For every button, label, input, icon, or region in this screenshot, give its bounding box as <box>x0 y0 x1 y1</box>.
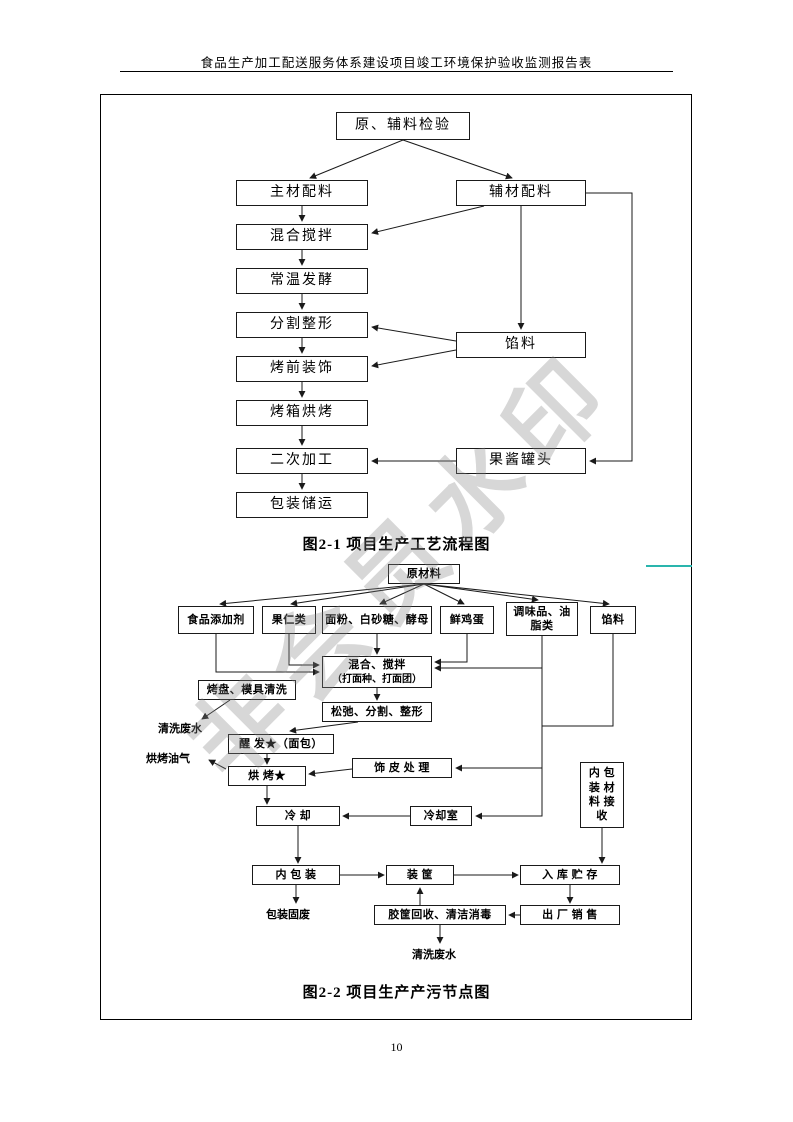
flow-node-raw-material: 原材料 <box>388 564 460 584</box>
flow-node-line: 混合、搅拌 <box>348 659 406 672</box>
flow-node-warehouse-storage: 入 库 贮 存 <box>520 865 620 885</box>
flow-node-factory-sale: 出 厂 销 售 <box>520 905 620 925</box>
flow-node-line: 脂类 <box>530 620 554 632</box>
flow-node-line: 调味品、油 <box>513 605 571 618</box>
header-rule <box>120 71 673 72</box>
flow-node-dividing-shaping: 分割整形 <box>236 312 368 338</box>
flow-node-relax-divide-shape: 松弛、分割、整形 <box>322 702 432 722</box>
flow-node-basket-recycle: 胶筐回收、清洁消毒 <box>374 905 506 925</box>
label-packing-solid-waste: 包装固废 <box>266 909 310 921</box>
flow-node-line: 料 接 <box>588 796 616 808</box>
flow-node-line: 装 材 <box>588 781 616 794</box>
label-baking-fumes: 烘烤油气 <box>146 753 190 765</box>
flow-node-tray-mold-washing: 烤盘、模具清洗 <box>198 680 296 700</box>
flow-node-inner-packing: 内 包 装 <box>252 865 340 885</box>
flow-node-jam-can: 果酱罐头 <box>456 448 586 474</box>
flow-node-fresh-egg: 鲜鸡蛋 <box>440 606 494 634</box>
flow-node-packing-storage: 包装储运 <box>236 492 368 518</box>
flow-node-seasoning-oil: 调味品、油 脂类 <box>506 602 578 636</box>
flow-node-mixing: 混合搅拌 <box>236 224 368 250</box>
flow-node-line: 内 包 <box>588 767 616 780</box>
flow-node-filling-2: 馅料 <box>590 606 636 634</box>
flow-node-secondary-processing: 二次加工 <box>236 448 368 474</box>
flow-node-line: 收 <box>596 810 608 823</box>
flow-node-main-material: 主材配料 <box>236 180 368 206</box>
flow-node-food-additive: 食品添加剂 <box>178 606 254 634</box>
header-title: 食品生产加工配送服务体系建设项目竣工环境保护验收监测报告表 <box>200 56 593 70</box>
flow-node-inner-pack-material-receiving: 内 包 装 材 料 接 收 <box>580 762 624 828</box>
flow-node-basket-loading: 装 筐 <box>386 865 454 885</box>
flow-node-raw-aux-inspection: 原、辅料检验 <box>336 112 470 140</box>
flow-node-fermentation: 常温发酵 <box>236 268 368 294</box>
flow-node-cooling-room: 冷却室 <box>410 806 472 826</box>
page-number: 10 <box>390 1040 403 1054</box>
flow-node-pre-bake-decoration: 烤前装饰 <box>236 356 368 382</box>
flow-node-skin-decoration: 饰 皮 处 理 <box>352 758 452 778</box>
flow-node-cooling: 冷 却 <box>256 806 340 826</box>
content-border <box>100 94 692 1020</box>
diagram2-caption: 图2-2 项目生产产污节点图 <box>302 985 491 1001</box>
flow-node-aux-material: 辅材配料 <box>456 180 586 206</box>
flow-node-filling: 馅料 <box>456 332 586 358</box>
flow-node-line: （打面种、打面团） <box>332 673 422 685</box>
flow-node-flour-sugar-yeast: 面粉、白砂糖、酵母 <box>322 606 432 634</box>
flow-node-oven-baking: 烤箱烘烤 <box>236 400 368 426</box>
flow-node-nuts: 果仁类 <box>262 606 316 634</box>
flow-node-baking-2: 烘 烤★ <box>228 766 306 786</box>
diagram1-caption: 图2-1 项目生产工艺流程图 <box>302 537 491 553</box>
label-washing-wastewater-1: 清洗废水 <box>158 723 202 735</box>
flow-node-mixing-2: 混合、搅拌 （打面种、打面团） <box>322 656 432 688</box>
label-washing-wastewater-2: 清洗废水 <box>412 949 456 961</box>
flow-node-proofing: 醒 发★（面包） <box>228 734 334 754</box>
